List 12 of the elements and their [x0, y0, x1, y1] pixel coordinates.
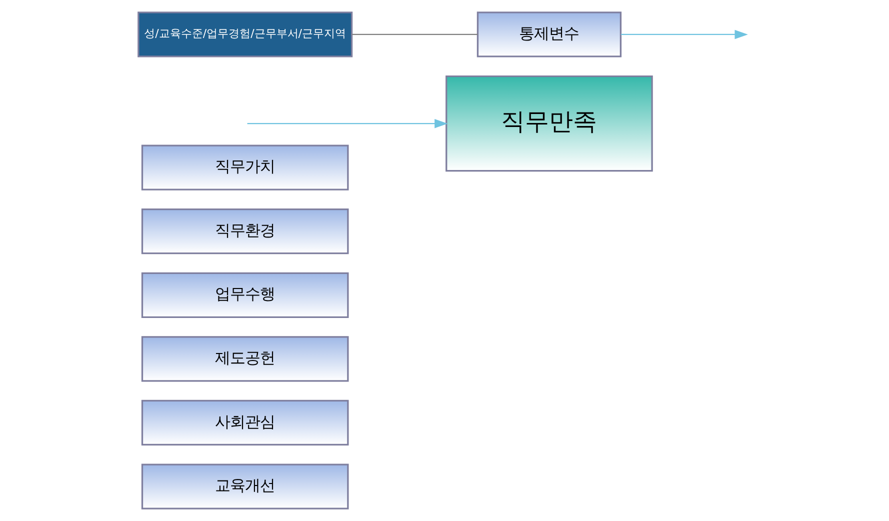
node-box: 업무수행: [141, 272, 349, 318]
node-box: 직무환경: [141, 208, 349, 254]
arrow: [247, 118, 448, 128]
arrow: [620, 30, 748, 40]
node-box: 제도공헌: [141, 336, 349, 382]
node-box: 성/교육수준/업무경험/근무부서/근무지역: [138, 12, 353, 58]
connector: [352, 34, 478, 36]
node-box: 직무만족: [446, 75, 653, 172]
node-box: 직무가치: [141, 144, 349, 190]
node-box: 교육개선: [141, 464, 349, 510]
node-box: 사회관심: [141, 400, 349, 446]
node-box: 통제변수: [476, 12, 622, 58]
